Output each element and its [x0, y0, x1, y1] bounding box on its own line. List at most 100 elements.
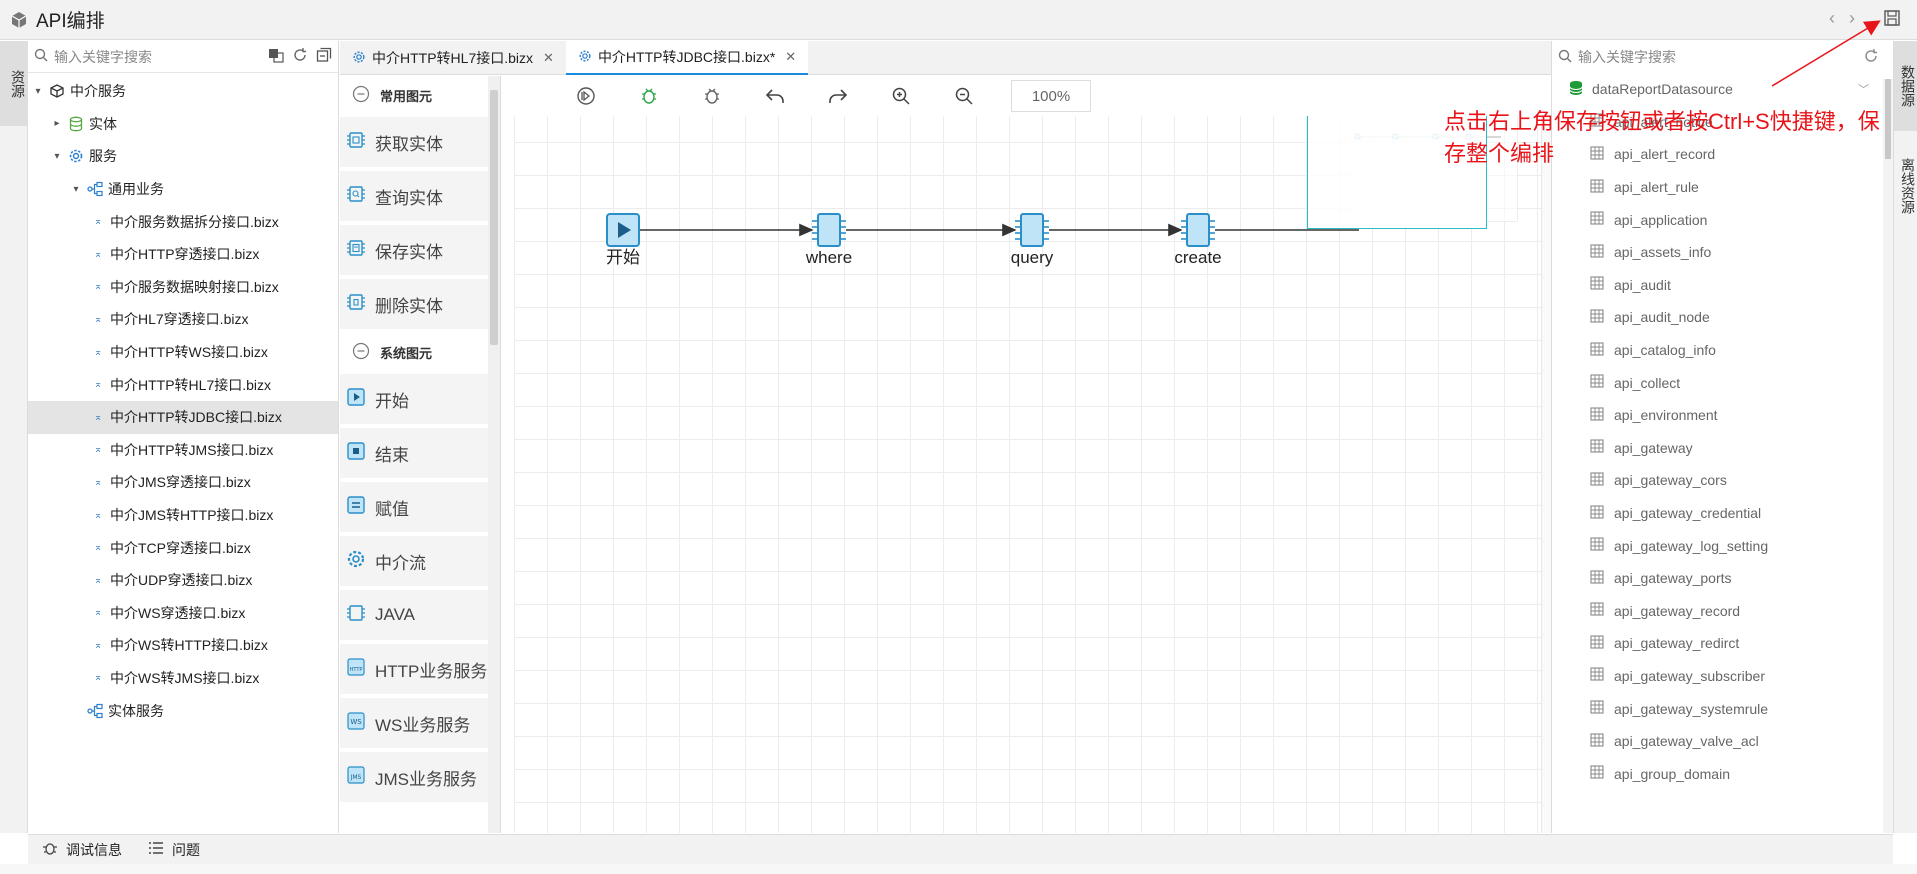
editor-tab[interactable]: 中介HTTP转JDBC接口.bizx*✕ [565, 41, 809, 75]
canvas-scrollbar[interactable] [1541, 116, 1551, 833]
table-item[interactable]: api_gateway [1552, 432, 1893, 465]
run-icon[interactable] [554, 86, 617, 106]
palette-item[interactable]: 保存实体 [340, 225, 488, 275]
caret-down-icon[interactable]: ▾ [54, 150, 60, 162]
flow-canvas[interactable]: 开始 where query create 100% [514, 76, 1551, 833]
palette-item[interactable]: JAVA [340, 590, 488, 640]
table-item[interactable]: api_gateway_valve_acl [1552, 725, 1893, 758]
data-scrollbar[interactable] [1883, 79, 1893, 833]
datasource-row[interactable]: dataReportDatasource ﹀ [1552, 73, 1893, 106]
caret-right-icon[interactable]: ▸ [54, 118, 60, 130]
palette-item[interactable]: 开始 [340, 374, 488, 424]
debug-stop-icon[interactable] [680, 86, 743, 106]
palette-item[interactable]: 删除实体 [340, 279, 488, 329]
table-item[interactable]: api_alert_notice [1552, 106, 1893, 139]
table-item[interactable]: api_gateway_credential [1552, 497, 1893, 530]
collapse-all-icon[interactable] [316, 47, 332, 66]
tree-node[interactable]: ▾服务 [28, 140, 338, 173]
tree-file-item[interactable]: ⌅中介JMS转HTTP接口.bizx [28, 499, 338, 532]
tree-file-item[interactable]: ⌅中介HTTP转HL7接口.bizx [28, 368, 338, 401]
close-icon[interactable]: ✕ [543, 50, 554, 65]
tree-node[interactable]: ▾中介服务 [28, 75, 338, 108]
redo-icon[interactable] [806, 86, 869, 106]
resources-tab[interactable]: 资源 [0, 41, 28, 126]
refresh-icon[interactable] [292, 47, 308, 66]
table-item[interactable]: api_gateway_record [1552, 595, 1893, 628]
tree-file-item[interactable]: ⌅中介HTTP转JMS接口.bizx [28, 434, 338, 467]
editor-tab[interactable]: 中介HTTP转HL7接口.bizx✕ [340, 41, 566, 75]
flow-node-开始[interactable]: 开始 [606, 213, 640, 267]
table-item[interactable]: api_alert_record [1552, 138, 1893, 171]
data-source-tab[interactable]: 数据源 [1894, 41, 1917, 131]
zoom-in-icon[interactable] [869, 86, 932, 106]
palette-item[interactable]: 获取实体 [340, 117, 488, 167]
debug-info-tab[interactable]: 调试信息 [42, 840, 122, 860]
tree-node[interactable]: ▾通用业务 [28, 173, 338, 206]
tree-node[interactable]: 实体服务 [28, 694, 338, 727]
tree-file-item[interactable]: ⌅中介JMS穿透接口.bizx [28, 466, 338, 499]
table-item[interactable]: api_gateway_subscriber [1552, 660, 1893, 693]
table-item[interactable]: api_gateway_log_setting [1552, 529, 1893, 562]
tree-file-item[interactable]: ⌅中介HTTP转WS接口.bizx [28, 336, 338, 369]
flow-node-create[interactable]: create [1174, 213, 1222, 267]
table-item[interactable]: api_gateway_systemrule [1552, 692, 1893, 725]
table-item[interactable]: api_gateway_ports [1552, 562, 1893, 595]
table-item[interactable]: api_environment [1552, 399, 1893, 432]
translate-icon[interactable] [268, 47, 284, 66]
collapse-circle-icon[interactable] [352, 85, 370, 106]
minimap-viewport[interactable] [1307, 114, 1487, 229]
table-item[interactable]: api_gateway_cors [1552, 464, 1893, 497]
collapse-circle-icon[interactable] [352, 342, 370, 363]
palette-group-common[interactable]: 常用图元 [340, 76, 500, 114]
table-item[interactable]: api_assets_info [1552, 236, 1893, 269]
debug-start-icon[interactable] [617, 86, 680, 106]
flow-node-where[interactable]: where [805, 213, 852, 267]
palette-item[interactable]: 中介流 [340, 536, 488, 586]
refresh-icon[interactable] [1863, 48, 1879, 67]
palette-item[interactable]: 赋值 [340, 482, 488, 532]
zoom-level[interactable]: 100% [1011, 80, 1091, 112]
offline-resources-tab[interactable]: 离线资源 [1900, 158, 1916, 214]
table-item[interactable]: api_group_domain [1552, 757, 1893, 790]
nav-forward-icon[interactable]: › [1849, 8, 1855, 28]
tree-file-item[interactable]: ⌅中介服务数据拆分接口.bizx [28, 205, 338, 238]
table-item[interactable]: api_catalog_info [1552, 334, 1893, 367]
table-item[interactable]: api_application [1552, 203, 1893, 236]
chevron-down-icon[interactable]: ﹀ [1858, 84, 1869, 97]
data-scrollbar-thumb[interactable] [1885, 79, 1891, 159]
data-search-input[interactable] [1578, 49, 1778, 65]
save-icon[interactable] [1883, 9, 1903, 29]
tree-file-item[interactable]: ⌅中介WS穿透接口.bizx [28, 597, 338, 630]
caret-down-icon[interactable]: ▾ [73, 183, 79, 195]
palette-scrollbar[interactable] [488, 76, 500, 833]
palette-scrollbar-thumb[interactable] [490, 90, 498, 345]
palette-item[interactable]: 查询实体 [340, 171, 488, 221]
table-item[interactable]: api_gateway_redirct [1552, 627, 1893, 660]
undo-icon[interactable] [743, 86, 806, 106]
zoom-out-icon[interactable] [932, 86, 995, 106]
tree-file-item[interactable]: ⌅中介WS转JMS接口.bizx [28, 662, 338, 695]
table-item[interactable]: api_alert_rule [1552, 171, 1893, 204]
tree-node[interactable]: ▸实体 [28, 108, 338, 141]
tree-file-item[interactable]: ⌅中介HTTP穿透接口.bizx [28, 238, 338, 271]
palette-item[interactable]: 结束 [340, 428, 488, 478]
tree-file-item[interactable]: ⌅中介服务数据映射接口.bizx [28, 271, 338, 304]
palette-group-system[interactable]: 系统图元 [340, 333, 500, 371]
table-item[interactable]: api_collect [1552, 366, 1893, 399]
close-icon[interactable]: ✕ [785, 49, 797, 64]
tree-search-input[interactable] [54, 48, 254, 65]
problems-tab[interactable]: 问题 [148, 840, 200, 860]
caret-down-icon[interactable]: ▾ [35, 85, 41, 97]
tree-file-item[interactable]: ⌅中介UDP穿透接口.bizx [28, 564, 338, 597]
tree-file-item[interactable]: ⌅中介TCP穿透接口.bizx [28, 531, 338, 564]
nav-back-icon[interactable]: ‹ [1829, 8, 1835, 28]
flow-node-query[interactable]: query [1011, 213, 1054, 267]
tree-file-item[interactable]: ⌅中介HL7穿透接口.bizx [28, 303, 338, 336]
tree-file-item[interactable]: ⌅中介HTTP转JDBC接口.bizx [28, 400, 338, 434]
table-item[interactable]: api_audit_node [1552, 301, 1893, 334]
tree-file-item[interactable]: ⌅中介WS转HTTP接口.bizx [28, 629, 338, 662]
table-item[interactable]: api_audit [1552, 269, 1893, 302]
